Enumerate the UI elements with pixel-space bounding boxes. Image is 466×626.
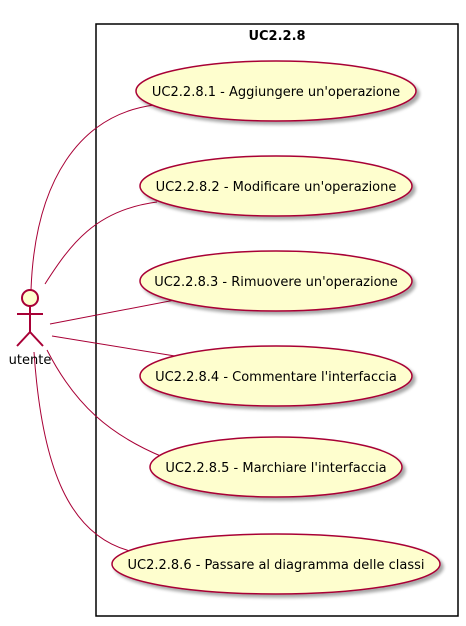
use-case-label: UC2.2.8.3 - Rimuovere un'operazione [154, 275, 398, 290]
use-case-6[interactable]: UC2.2.8.6 - Passare al diagramma delle c… [111, 533, 441, 595]
use-case-1[interactable]: UC2.2.8.1 - Aggiungere un'operazione [135, 60, 417, 122]
use-case-3[interactable]: UC2.2.8.3 - Rimuovere un'operazione [139, 250, 413, 312]
system-boundary [95, 23, 459, 617]
actor-utente[interactable] [16, 289, 44, 347]
use-case-5[interactable]: UC2.2.8.5 - Marchiare l'interfaccia [149, 436, 403, 498]
association-line-1 [30, 104, 155, 291]
associations [30, 104, 176, 552]
association-line-5 [46, 349, 164, 458]
association-line-3 [49, 299, 176, 325]
use-case-label: UC2.2.8.5 - Marchiare l'interfaccia [165, 461, 386, 476]
use-case-label: UC2.2.8.2 - Modificare un'operazione [156, 180, 397, 195]
association-line-2 [44, 201, 158, 285]
use-case-label: UC2.2.8.6 - Passare al diagramma delle c… [128, 558, 425, 573]
association-line-6 [33, 351, 131, 552]
association-line-4 [51, 335, 176, 357]
use-case-label: UC2.2.8.4 - Commentare l'interfaccia [155, 370, 397, 385]
actor-label: utente [9, 353, 52, 368]
system-title: UC2.2.8 [248, 29, 305, 44]
use-case-4[interactable]: UC2.2.8.4 - Commentare l'interfaccia [139, 345, 413, 407]
use-case-label: UC2.2.8.1 - Aggiungere un'operazione [152, 85, 400, 100]
stick-figure-icon [21, 289, 39, 307]
use-case-2[interactable]: UC2.2.8.2 - Modificare un'operazione [139, 155, 413, 217]
